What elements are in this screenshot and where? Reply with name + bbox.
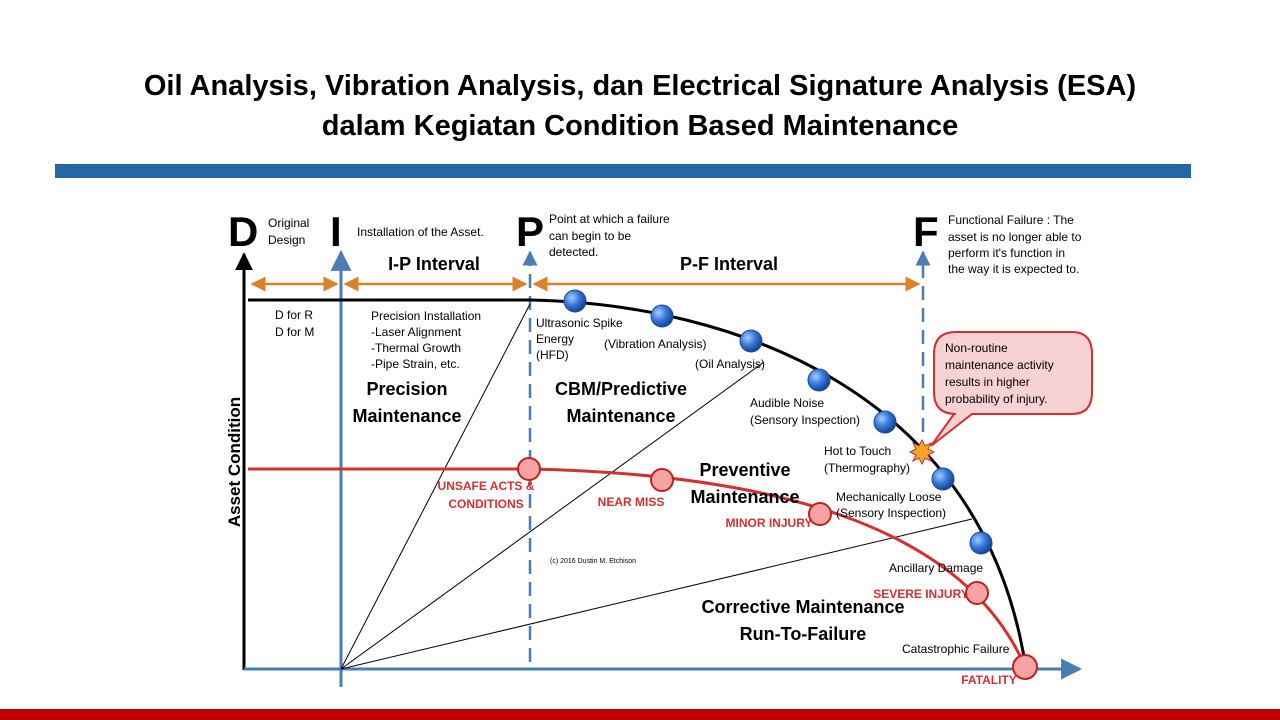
pf-curve-figure: Asset Condition D Original Design I Inst… [204,192,1099,695]
pf-label-ancillary: Ancillary Damage [889,561,983,575]
safety-label-unsafe-1: UNSAFE ACTS & [438,479,535,493]
stage-d-desc-1: Original [268,216,309,230]
stage-f-desc-2: asset is no longer able to [948,230,1082,244]
callout-text-1: Non-routine [945,341,1008,355]
stage-d-desc-2: Design [268,233,305,247]
pf-label-catastrophic: Catastrophic Failure [902,642,1010,656]
d-for-m-note: D for M [275,325,314,339]
pf-label-hot-2: (Thermography) [824,461,910,475]
marker-severe-icon [965,581,989,605]
marker-ultrasonic-icon [563,289,587,313]
pf-interval-label: P-F Interval [680,254,778,274]
callout-text-2: maintenance activity [945,358,1054,372]
title-underline-bar [55,164,1191,178]
marker-oil-icon [739,329,763,353]
stage-p-desc-2: can begin to be [549,229,631,243]
precision-note-4: -Pipe Strain, etc. [371,357,460,371]
safety-markers [517,457,1038,680]
pf-label-oil: (Oil Analysis) [695,357,765,371]
pf-label-ultrasonic-1: Ultrasonic Spike [536,316,623,330]
pf-label-loose-2: (Sensory Inspection) [836,506,946,520]
marker-ancillary-icon [969,531,993,555]
precision-note-1: Precision Installation [371,309,481,323]
safety-curve [248,467,1028,670]
marker-minor-icon [808,502,832,526]
precision-note-2: -Laser Alignment [371,325,462,339]
zone-corrective-2: Run-To-Failure [740,624,867,644]
safety-label-near-miss: NEAR MISS [598,495,665,509]
stage-p-desc-1: Point at which a failure [549,212,670,226]
zone-precision-1: Precision [366,379,447,399]
marker-loose-icon [931,467,955,491]
zone-precision-2: Maintenance [352,406,461,426]
safety-label-fatality: FATALITY [961,673,1017,687]
stage-f-desc-4: the way it is expected to. [948,262,1079,276]
ip-interval-label: I-P Interval [388,254,480,274]
marker-unsafe-icon [517,457,541,481]
stage-letter-i: I [330,208,342,255]
callout-text-4: probability of injury. [945,392,1048,406]
pf-label-ultrasonic-2: Energy [536,332,574,346]
zone-cbm-1: CBM/Predictive [555,379,687,399]
pf-label-vibration: (Vibration Analysis) [604,337,707,351]
callout-text-3: results in higher [945,375,1030,389]
y-axis-label: Asset Condition [225,397,244,527]
zone-preventive-1: Preventive [699,460,790,480]
stage-i-desc: Installation of the Asset. [357,225,484,239]
marker-hot-icon [873,410,897,434]
injury-starburst-icon [908,438,936,466]
callout-bubble [930,331,1093,447]
stage-letter-d: D [228,208,258,255]
pf-label-audible-2: (Sensory Inspection) [750,413,860,427]
pf-label-ultrasonic-3: (HFD) [536,348,569,362]
fan-line-cbm [340,361,765,670]
footer-red-bar [0,709,1280,720]
precision-note-3: -Thermal Growth [371,341,461,355]
stage-letter-p: P [516,208,544,255]
pf-label-hot-1: Hot to Touch [824,444,891,458]
fan-line-precision [340,303,531,670]
stage-f-desc-3: perform it's function in [948,246,1065,260]
stage-letter-f: F [913,208,939,255]
copyright-note: (c) 2016 Dustin M. Etchison [550,558,636,565]
fan-line-preventive [340,518,973,670]
stage-f-desc-1: Functional Failure : The [948,213,1074,227]
pf-markers [563,289,993,555]
pf-label-audible-1: Audible Noise [750,396,824,410]
marker-audible-icon [807,368,831,392]
d-for-r-note: D for R [275,308,313,322]
slide-title-line-2: dalam Kegiatan Condition Based Maintenan… [321,110,959,142]
fan-lines [340,303,973,670]
stage-p-desc-3: detected. [549,245,598,259]
safety-label-minor: MINOR INJURY [726,516,813,530]
slide-title-line-1: Oil Analysis, Vibration Analysis, dan El… [143,70,1137,102]
zone-preventive-2: Maintenance [690,487,799,507]
marker-vibration-icon [650,304,674,328]
slide-title: Oil Analysis, Vibration Analysis, dan El… [0,66,1280,146]
pf-label-loose-1: Mechanically Loose [836,490,942,504]
safety-label-unsafe-2: CONDITIONS [448,497,523,511]
pf-curve [248,298,1028,670]
zone-cbm-2: Maintenance [566,406,675,426]
zone-corrective-1: Corrective Maintenance [701,597,904,617]
marker-fatality-icon [1012,654,1038,680]
safety-label-severe: SEVERE INJURY [873,587,969,601]
marker-near-miss-icon [650,468,674,492]
pf-curve-diagram: Asset Condition D Original Design I Inst… [225,208,1093,687]
